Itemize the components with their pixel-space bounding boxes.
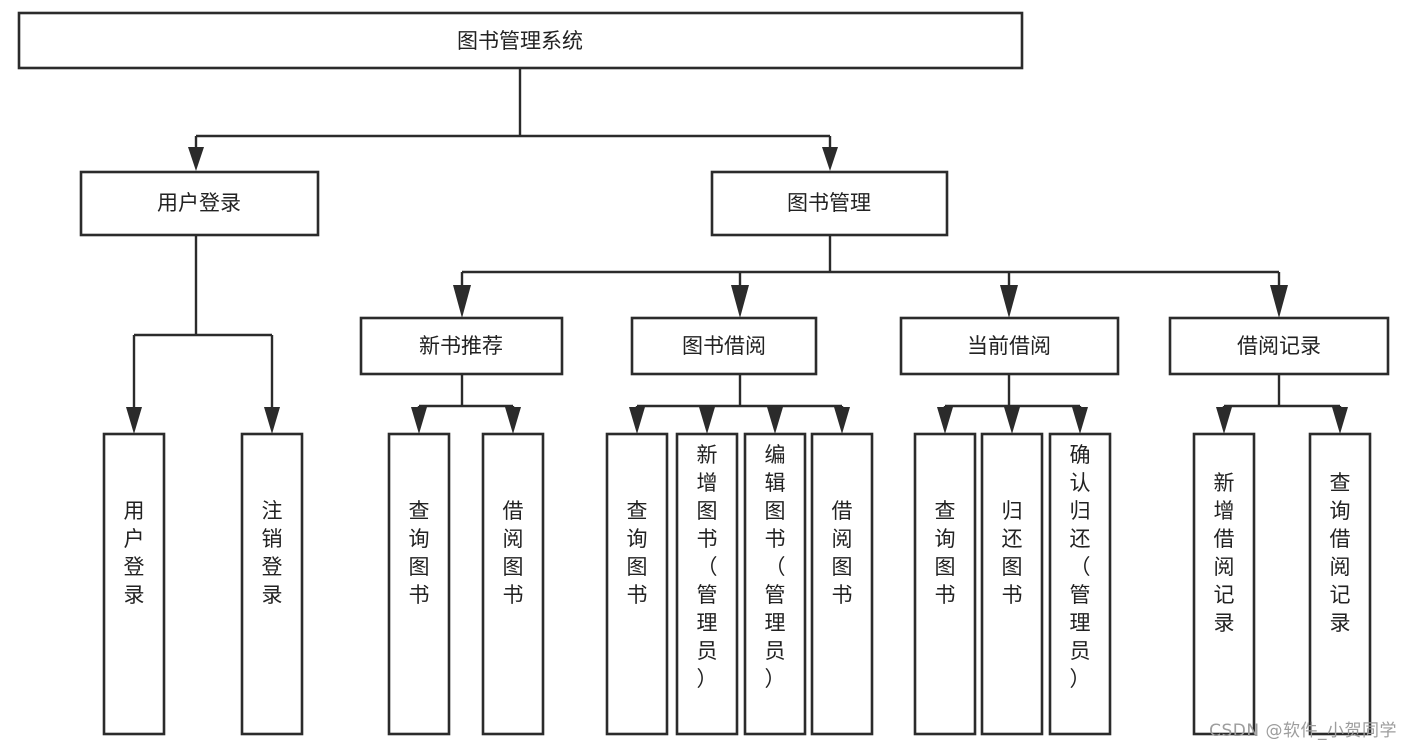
node-leaf-query-book-2-box[interactable] [605, 432, 669, 736]
node-leaf-query-book-3-box[interactable] [913, 432, 977, 736]
node-book-borrow[interactable]: 图书借阅 [630, 316, 818, 376]
node-leaf-query-book-1-box[interactable] [387, 432, 451, 736]
node-user-login-box[interactable] [79, 170, 320, 237]
arrow-leaf-borrow-book-2 [834, 407, 850, 434]
arrow-leaf-user-login [126, 407, 142, 434]
node-root[interactable]: 图书管理系统 [17, 11, 1024, 70]
node-book-borrow-box[interactable] [630, 316, 818, 376]
arrow-leaf-add-record [1216, 407, 1232, 434]
node-leaf-confirm-return[interactable]: 确认归还（管理员） [1048, 432, 1112, 736]
node-leaf-borrow-book-2[interactable]: 借阅图书 [810, 432, 874, 736]
node-leaf-add-book-label: 新增图书（管理员） [697, 443, 718, 691]
node-leaf-return-book[interactable]: 归还图书 [980, 432, 1044, 736]
node-new-book-rec[interactable]: 新书推荐 [359, 316, 564, 376]
node-current-borrow[interactable]: 当前借阅 [899, 316, 1120, 376]
node-leaf-query-book-1-label: 查询图书 [409, 499, 430, 607]
node-current-borrow-box[interactable] [899, 316, 1120, 376]
arrow-borrow-record [1270, 285, 1288, 318]
arrow-leaf-edit-book [767, 407, 783, 434]
node-user-login[interactable]: 用户登录 [79, 170, 320, 237]
arrow-new-book-rec [453, 285, 471, 318]
node-leaf-query-book-2-label: 查询图书 [627, 499, 648, 607]
node-book-borrow-label: 图书借阅 [682, 334, 766, 358]
arrow-leaf-query-book-3 [937, 407, 953, 434]
node-leaf-borrow-book-1[interactable]: 借阅图书 [481, 432, 545, 736]
node-leaf-add-record[interactable]: 新增借阅记录 [1192, 432, 1256, 736]
node-leaf-borrow-book-1-box[interactable] [481, 432, 545, 736]
node-borrow-record[interactable]: 借阅记录 [1168, 316, 1390, 376]
node-book-manage[interactable]: 图书管理 [710, 170, 949, 237]
arrow-book-borrow [731, 285, 749, 318]
node-leaf-user-logout-label: 注销登录 [262, 499, 283, 607]
node-new-book-rec-box[interactable] [359, 316, 564, 376]
node-book-manage-box[interactable] [710, 170, 949, 237]
node-leaf-query-record-box[interactable] [1308, 432, 1372, 736]
arrow-leaf-borrow-book-1 [505, 407, 521, 434]
node-leaf-user-login[interactable]: 用户登录 [102, 432, 166, 736]
node-leaf-query-record-label: 查询借阅记录 [1330, 471, 1351, 635]
arrow-leaf-user-logout [264, 407, 280, 434]
node-leaf-user-login-box[interactable] [102, 432, 166, 736]
arrow-leaf-confirm-return [1072, 407, 1088, 434]
node-leaf-query-book-1[interactable]: 查询图书 [387, 432, 451, 736]
edge-group-book-manage [453, 235, 1288, 318]
node-leaf-user-logout-box[interactable] [240, 432, 304, 736]
arrow-user-login [188, 147, 204, 171]
node-borrow-record-box[interactable] [1168, 316, 1390, 376]
node-leaf-confirm-return-label: 确认归还（管理员） [1070, 443, 1091, 691]
node-book-manage-label: 图书管理 [787, 191, 871, 215]
arrow-leaf-query-record [1332, 407, 1348, 434]
node-leaf-add-book-box[interactable] [675, 432, 739, 736]
node-leaf-user-login-label: 用户登录 [124, 499, 145, 607]
node-leaf-return-book-label: 归还图书 [1002, 499, 1023, 607]
node-leaf-query-book-3[interactable]: 查询图书 [913, 432, 977, 736]
node-leaf-edit-book[interactable]: 编辑图书（管理员） [743, 432, 807, 736]
node-root-box[interactable] [17, 11, 1024, 70]
node-leaf-query-book-3-label: 查询图书 [935, 499, 956, 607]
node-leaf-query-record[interactable]: 查询借阅记录 [1308, 432, 1372, 736]
node-leaf-return-book-box[interactable] [980, 432, 1044, 736]
node-root-label: 图书管理系统 [457, 29, 583, 53]
arrow-leaf-query-book-1 [411, 407, 427, 434]
node-user-login-label: 用户登录 [157, 191, 241, 215]
edge-group-book-borrow [629, 374, 850, 434]
node-current-borrow-label: 当前借阅 [967, 334, 1051, 358]
edge-group-new-book-rec [411, 374, 521, 434]
arrow-leaf-query-book-2 [629, 407, 645, 434]
edge-group-root [188, 68, 838, 171]
node-leaf-add-record-box[interactable] [1192, 432, 1256, 736]
node-leaf-borrow-book-2-box[interactable] [810, 432, 874, 736]
node-leaf-borrow-book-2-label: 借阅图书 [832, 499, 853, 607]
node-new-book-rec-label: 新书推荐 [419, 334, 503, 358]
node-leaf-add-record-label: 新增借阅记录 [1214, 471, 1235, 635]
node-leaf-query-book-2[interactable]: 查询图书 [605, 432, 669, 736]
node-borrow-record-label: 借阅记录 [1237, 334, 1321, 358]
arrow-book-manage [822, 147, 838, 171]
edge-group-borrow-record [1216, 374, 1348, 434]
node-leaf-edit-book-label: 编辑图书（管理员） [765, 443, 786, 691]
node-leaf-edit-book-box[interactable] [743, 432, 807, 736]
arrow-leaf-return-book [1004, 407, 1020, 434]
node-leaf-borrow-book-1-label: 借阅图书 [503, 499, 524, 607]
edge-group-current-borrow [937, 374, 1088, 434]
node-leaf-user-logout[interactable]: 注销登录 [240, 432, 304, 736]
arrow-current-borrow [1000, 285, 1018, 318]
node-leaf-add-book[interactable]: 新增图书（管理员） [675, 432, 739, 736]
arrow-leaf-add-book [699, 407, 715, 434]
csdn-watermark: CSDN @软件_小贺同学 [1209, 721, 1397, 741]
edge-group-user-login [126, 235, 280, 434]
node-leaf-confirm-return-box[interactable] [1048, 432, 1112, 736]
